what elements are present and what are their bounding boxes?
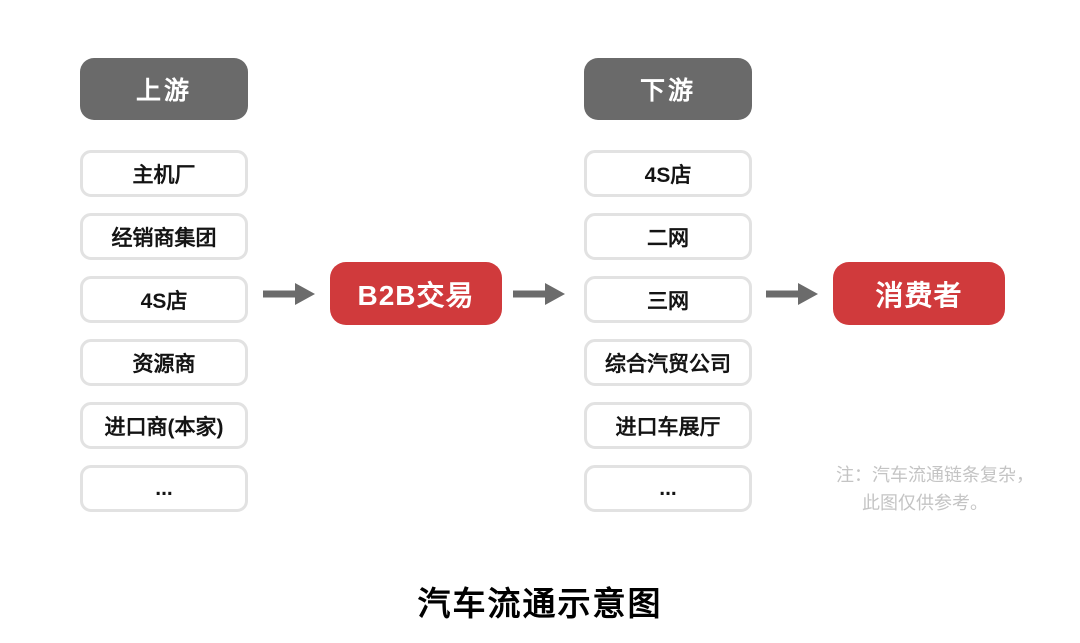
downstream-header: 下游 bbox=[584, 58, 752, 120]
upstream-item-importer: 进口商(本家) bbox=[80, 402, 248, 449]
footnote-line2: 此图仅供参考。 bbox=[862, 492, 988, 513]
diagram-title: 汽车流通示意图 bbox=[417, 587, 663, 623]
b2b-trade-node: B2B交易 bbox=[330, 262, 502, 325]
arrow-right-icon bbox=[263, 283, 315, 305]
downstream-item-4s-store: 4S店 bbox=[584, 150, 752, 197]
upstream-header: 上游 bbox=[80, 58, 248, 120]
footnote: 注：汽车流通链条复杂， 此图仅供参考。 bbox=[836, 462, 1034, 518]
downstream-item-secondary-network: 二网 bbox=[584, 213, 752, 260]
upstream-item-resource-trader: 资源商 bbox=[80, 339, 248, 386]
consumer-node: 消费者 bbox=[833, 262, 1005, 325]
arrow-right-icon bbox=[766, 283, 818, 305]
upstream-item-ellipsis: ... bbox=[80, 465, 248, 512]
downstream-item-auto-trade-company: 综合汽贸公司 bbox=[584, 339, 752, 386]
downstream-item-tertiary-network: 三网 bbox=[584, 276, 752, 323]
footnote-line1: 注：汽车流通链条复杂， bbox=[836, 465, 1034, 485]
upstream-item-4s-store: 4S店 bbox=[80, 276, 248, 323]
downstream-item-import-showroom: 进口车展厅 bbox=[584, 402, 752, 449]
upstream-item-oem: 主机厂 bbox=[80, 150, 248, 197]
arrow-right-icon bbox=[513, 283, 565, 305]
upstream-item-dealer-group: 经销商集团 bbox=[80, 213, 248, 260]
downstream-item-ellipsis: ... bbox=[584, 465, 752, 512]
